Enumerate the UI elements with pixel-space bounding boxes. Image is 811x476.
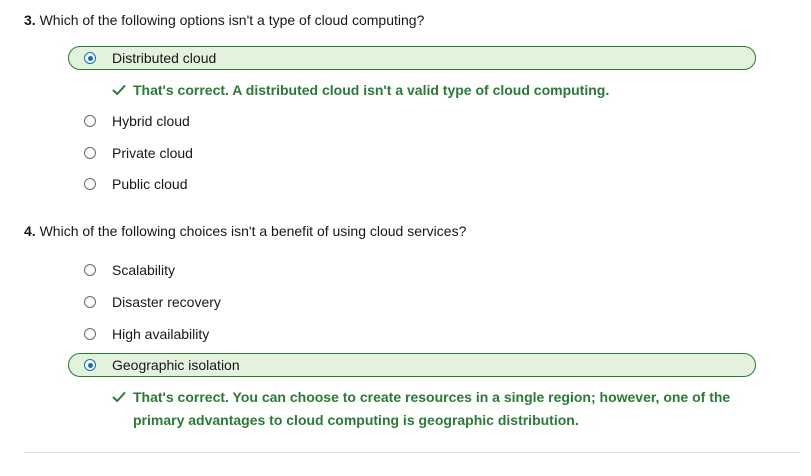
option-label: Distributed cloud <box>112 50 217 66</box>
radio-unselected-icon[interactable] <box>84 147 96 159</box>
feedback-correct: That's correct. A distributed cloud isn'… <box>112 79 752 102</box>
feedback-correct: That's correct. You can choose to create… <box>112 386 752 432</box>
option-public-cloud[interactable]: Public cloud <box>68 172 756 196</box>
option-high-availability[interactable]: High availability <box>68 322 756 346</box>
option-label: Scalability <box>112 262 176 278</box>
option-label: Private cloud <box>112 145 193 161</box>
question-number: 3. <box>24 12 36 28</box>
radio-unselected-icon[interactable] <box>84 328 96 340</box>
checkmark-icon <box>112 85 126 95</box>
radio-selected-icon[interactable] <box>84 52 96 64</box>
radio-unselected-icon[interactable] <box>84 264 96 276</box>
option-geographic-isolation[interactable]: Geographic isolation <box>68 353 756 377</box>
option-private-cloud[interactable]: Private cloud <box>68 141 756 165</box>
option-label: High availability <box>112 326 210 342</box>
option-label: Hybrid cloud <box>112 113 190 129</box>
option-label: Public cloud <box>112 176 188 192</box>
question-text: Which of the following choices isn't a b… <box>39 223 467 239</box>
question-4-title: 4. Which of the following choices isn't … <box>24 222 466 240</box>
radio-unselected-icon[interactable] <box>84 115 96 127</box>
option-disaster-recovery[interactable]: Disaster recovery <box>68 290 756 314</box>
option-hybrid-cloud[interactable]: Hybrid cloud <box>68 109 756 133</box>
option-distributed-cloud[interactable]: Distributed cloud <box>68 46 756 70</box>
question-text: Which of the following options isn't a t… <box>39 12 425 28</box>
radio-selected-icon[interactable] <box>84 359 96 371</box>
checkmark-icon <box>112 392 126 402</box>
radio-unselected-icon[interactable] <box>84 178 96 190</box>
option-label: Geographic isolation <box>112 357 240 373</box>
feedback-text: That's correct. A distributed cloud isn'… <box>133 82 610 98</box>
radio-unselected-icon[interactable] <box>84 296 96 308</box>
section-divider <box>24 452 800 453</box>
feedback-text: That's correct. You can choose to create… <box>133 389 731 428</box>
option-label: Disaster recovery <box>112 294 221 310</box>
option-scalability[interactable]: Scalability <box>68 258 756 282</box>
question-3-title: 3. Which of the following options isn't … <box>24 11 424 29</box>
question-number: 4. <box>24 223 36 239</box>
